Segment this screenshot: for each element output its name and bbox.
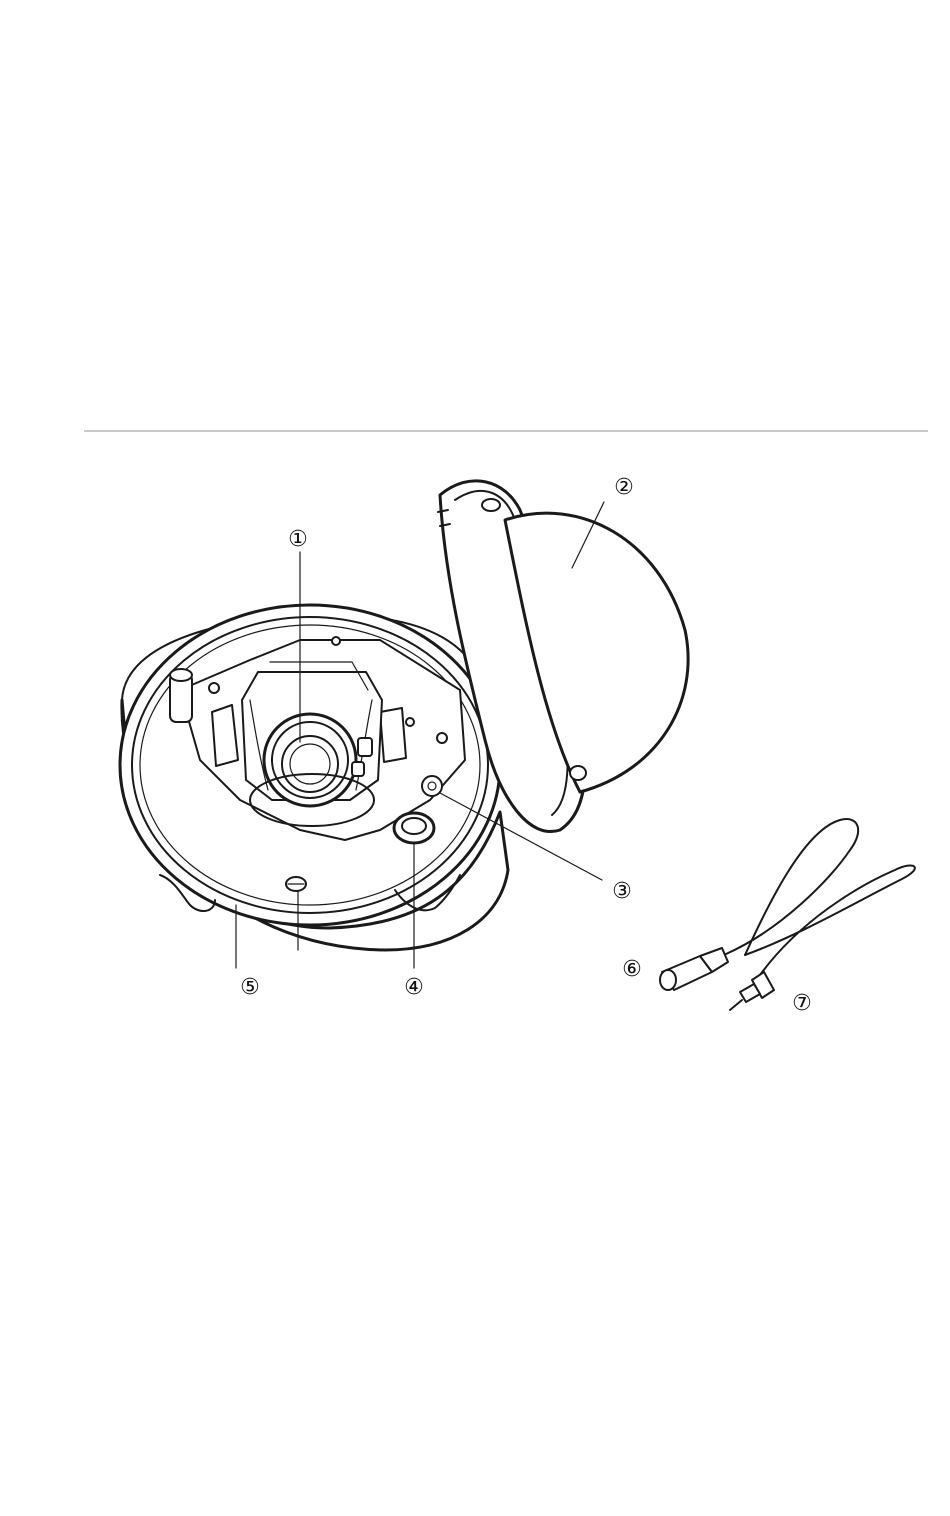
callout-4: ④ (404, 975, 424, 1000)
callout-6: ⑥ (622, 957, 642, 982)
video-cable (660, 819, 915, 1010)
callout-3: ③ (612, 879, 632, 904)
callout-5: ⑤ (240, 975, 260, 1000)
callout-1: ① (288, 527, 308, 552)
callout-7: ⑦ (792, 991, 812, 1016)
callout-2: ② (614, 475, 634, 500)
